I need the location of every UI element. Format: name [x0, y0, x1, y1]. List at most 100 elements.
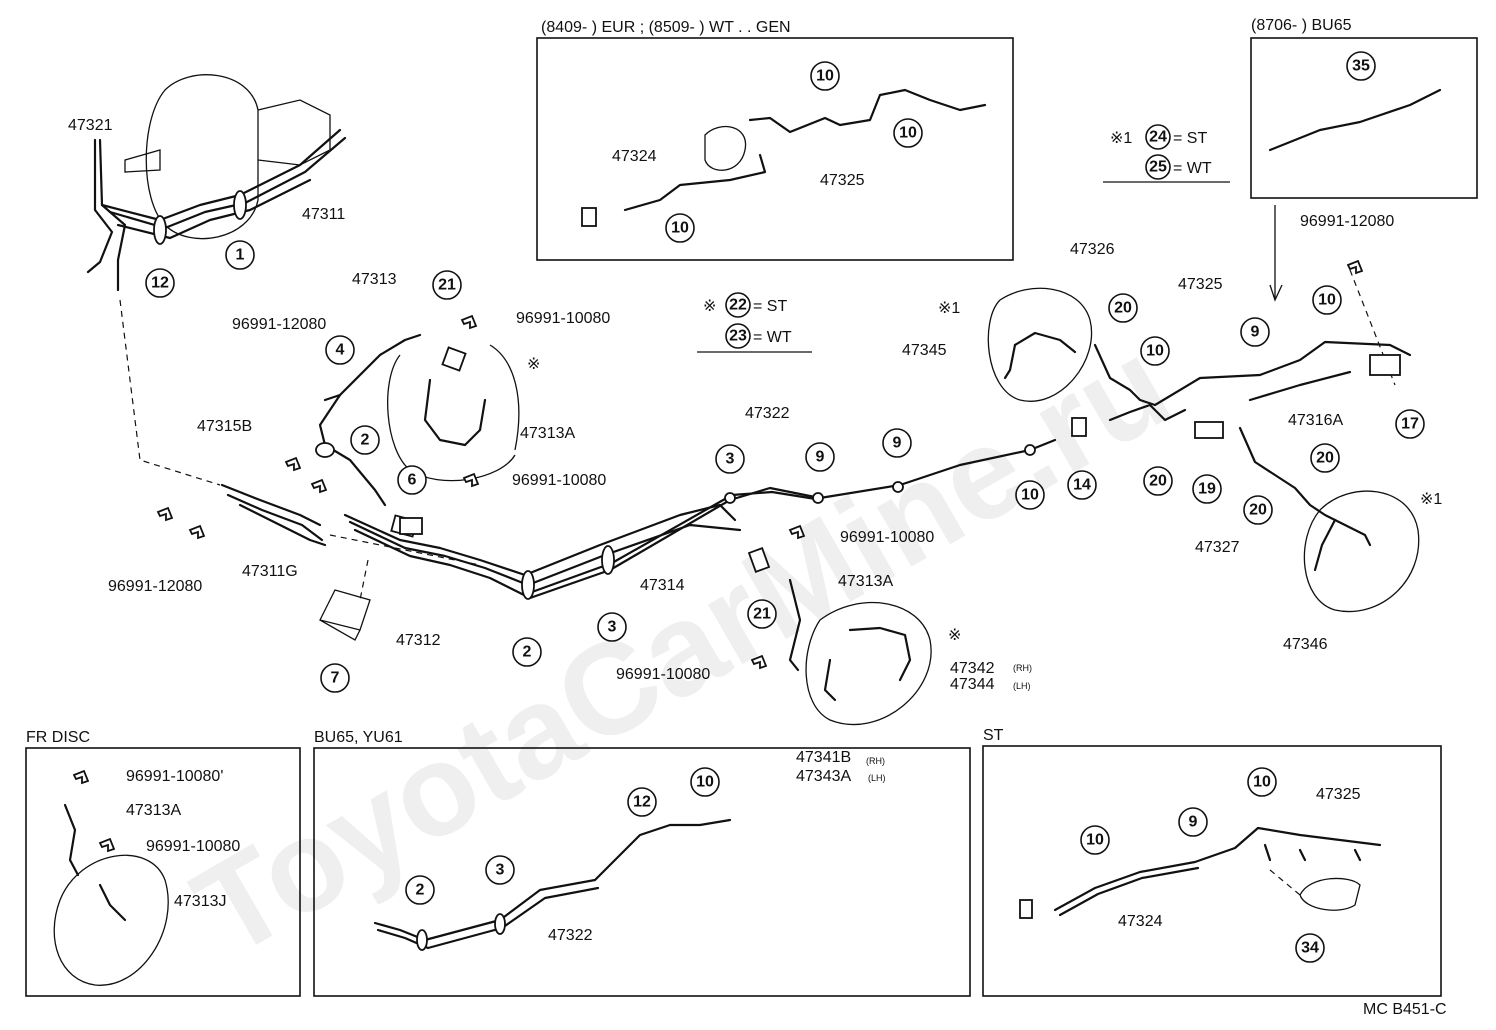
callout-number: 7 — [331, 670, 340, 687]
part-label: 96991-12080 — [1300, 213, 1394, 230]
part-label: 47312 — [396, 632, 441, 649]
callout-circle — [627, 787, 657, 817]
callout-circle — [1240, 317, 1270, 347]
callout-1: 1 — [225, 240, 255, 270]
part-label: 47327 — [1195, 539, 1240, 556]
callout-10: 10 — [810, 61, 840, 91]
callout-circle — [1080, 825, 1110, 855]
part-label: 47321 — [68, 117, 113, 134]
callout-21: 21 — [747, 599, 777, 629]
callout-circle — [597, 612, 627, 642]
callout-10: 10 — [1247, 767, 1277, 797]
callout-number: 6 — [408, 472, 417, 489]
fr-disc-content — [53, 803, 169, 986]
callout-number: 10 — [696, 774, 714, 791]
callout-number: 12 — [151, 275, 169, 292]
fitting-6 — [399, 517, 423, 535]
front-left-brake — [318, 333, 520, 538]
part-label: 96991-10080 — [840, 529, 934, 546]
callout-number: 9 — [1189, 814, 1198, 831]
part-label: 47345 — [902, 342, 947, 359]
clamp-10-joint-main — [1024, 444, 1036, 456]
callout-number: 10 — [1318, 292, 1336, 309]
part-label: 47314 — [640, 577, 685, 594]
callout-number: 10 — [1146, 343, 1164, 360]
callout-number: 9 — [816, 449, 825, 466]
callout-14: 14 — [1067, 470, 1097, 500]
callout-20: 20 — [1143, 466, 1173, 496]
clamp-3-inset — [494, 913, 506, 935]
part-label: 47315B — [197, 418, 252, 435]
callout-35: 35 — [1346, 51, 1376, 81]
rear-left-brake — [987, 287, 1093, 402]
callout-number: 20 — [1316, 450, 1334, 467]
callout-10: 10 — [1080, 825, 1110, 855]
callout-number: 2 — [416, 882, 425, 899]
part-label: 47313A — [838, 573, 893, 590]
callout-number: 21 — [753, 606, 771, 623]
rear-pipes — [1093, 340, 1412, 572]
part-label: 47324 — [612, 148, 657, 165]
inset-bu65-yu61-box — [313, 747, 971, 997]
svg-text:25: 25 — [1149, 159, 1167, 176]
part-19 — [1194, 421, 1224, 439]
callout-20: 20 — [1108, 293, 1138, 323]
part-label: 96991-10080 — [512, 472, 606, 489]
watermark: ToyotaCarMine.ru — [171, 310, 1193, 984]
callout-circle — [893, 118, 923, 148]
callout-number: 17 — [1401, 416, 1419, 433]
callout-circle — [1192, 474, 1222, 504]
part-label: 47313 — [352, 271, 397, 288]
callout-number: 2 — [523, 644, 532, 661]
bu65-yu61-content — [373, 818, 732, 950]
callout-20: 20 — [1310, 443, 1340, 473]
rear-right-brake — [1303, 490, 1420, 613]
callout-9: 9 — [805, 442, 835, 472]
part-number-labels: 47321473114731396991-1008096991-12080473… — [68, 117, 1394, 944]
bracket-7 — [319, 589, 371, 641]
leader-dash-3 — [359, 559, 369, 601]
callout-number: 12 — [633, 794, 651, 811]
callout-number: 10 — [1253, 774, 1271, 791]
part-label: 47326 — [1070, 241, 1115, 258]
svg-text:22: 22 — [729, 297, 747, 314]
callout-circle — [325, 335, 355, 365]
clamp-3-joint — [724, 492, 736, 504]
callout-3: 3 — [597, 612, 627, 642]
callout-circle — [350, 425, 380, 455]
callout-circle — [1178, 807, 1208, 837]
hose-47315b-47311g — [220, 483, 327, 547]
callout-17: 17 — [1395, 409, 1425, 439]
inset-eur-header: (8409- ) EUR ; (8509- ) WT . . GEN — [541, 19, 791, 36]
callout-3: 3 — [485, 855, 515, 885]
part-label: 47311G — [242, 563, 298, 580]
part-label: 47322 — [745, 405, 790, 422]
callout-circle — [1108, 293, 1138, 323]
inset-bu65-yu61-header: BU65, YU61 — [314, 729, 403, 746]
callout-10: 10 — [893, 118, 923, 148]
part-label: 96991-10080 — [616, 666, 710, 683]
part-label: 47346 — [1283, 636, 1328, 653]
callout-number: 14 — [1073, 477, 1091, 494]
clamp-2-inset — [416, 929, 428, 951]
front-pipes-master — [86, 128, 347, 292]
callout-circle — [1015, 480, 1045, 510]
asterisk-marker-right: ※ — [948, 627, 961, 644]
svg-text:= ST: = ST — [1173, 130, 1207, 147]
callout-circle — [1140, 336, 1170, 366]
callout-9: 9 — [1240, 317, 1270, 347]
clamp-2-main — [521, 570, 535, 600]
callout-number: 4 — [336, 342, 345, 359]
eur-inset-pipes — [581, 88, 987, 227]
callout-circle — [805, 442, 835, 472]
callout-number: 2 — [361, 432, 370, 449]
part-label: 47313J — [174, 893, 227, 910]
callout-circle — [512, 637, 542, 667]
callout-number: 9 — [1251, 324, 1260, 341]
callout-circle — [747, 599, 777, 629]
part-label: 96991-10080' — [126, 768, 223, 785]
callout-10: 10 — [1015, 480, 1045, 510]
callout-circle — [1395, 409, 1425, 439]
st-inset-content — [1019, 826, 1382, 919]
callout-circle — [690, 767, 720, 797]
